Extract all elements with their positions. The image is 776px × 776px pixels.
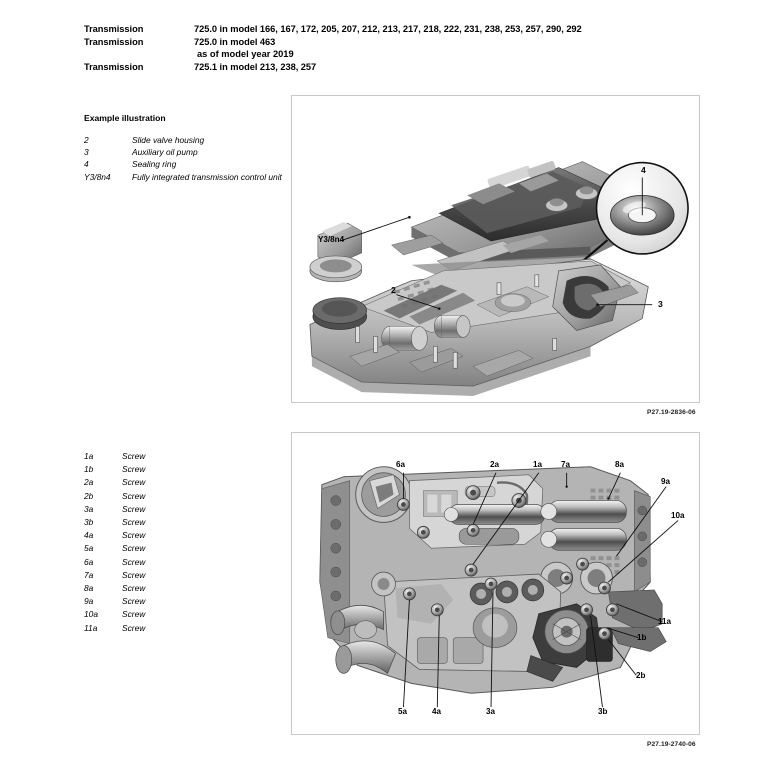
callout-screw-6a: 6a — [396, 460, 406, 469]
callout-y38n4: Y3/8n4 — [318, 235, 345, 244]
header-value: 725.0 in model 463 — [194, 36, 276, 47]
legend-item-desc: Screw — [122, 569, 146, 580]
legend-item-key: 10a — [84, 609, 98, 620]
legend-item-desc: Screw — [122, 490, 146, 501]
header-row: Transmission 725.0 in model 463 — [84, 36, 704, 49]
legend-item-key: 2 — [84, 135, 89, 145]
legend-item-key: 3a — [84, 503, 94, 514]
legend-item-key: 11a — [84, 622, 98, 633]
legend-item-desc: Screw — [122, 556, 146, 567]
callout-screw-2a: 2a — [490, 460, 500, 469]
header-label: Transmission — [84, 24, 144, 34]
legend-item-desc: Screw — [122, 543, 146, 554]
legend-item-desc: Fully integrated transmission control un… — [132, 171, 282, 182]
legend-item-desc: Screw — [122, 517, 146, 528]
callout-screw-5a: 5a — [398, 707, 408, 716]
legend-item: 3b Screw — [84, 516, 264, 529]
callout-auxiliary-oil-pump-3: 3 — [658, 299, 663, 309]
callout-screw-1a: 1a — [533, 460, 543, 469]
legend-item-desc: Sealing ring — [132, 159, 177, 170]
legend-item-key: 4 — [84, 159, 89, 170]
figure-1-artwork — [309, 161, 689, 397]
legend-item-key: 6a — [84, 556, 94, 567]
callout-screw-11a: 11a — [658, 617, 672, 626]
header-value: 725.0 in model 166, 167, 172, 205, 207, … — [194, 24, 582, 34]
figure-valve-body-overview: Y3/8n4 4 2 3 — [291, 95, 700, 403]
legend-item-key: 1a — [84, 451, 94, 461]
legend-item-key: 1b — [84, 464, 94, 475]
figure-valve-body-screw-locations: 6a 2a 1a 7a 8a 9a 10a 11a 1b 2b 5a 4a 3a… — [291, 432, 700, 735]
legend-item-key: 2b — [84, 490, 94, 501]
legend-item-desc: Auxiliary oil pump — [132, 147, 198, 158]
figure-1-caption: P27.19-2836-06 — [647, 409, 696, 416]
legend-item-key: 8a — [84, 583, 94, 594]
legend-item: 5a Screw — [84, 542, 264, 555]
header-row: Transmission 725.0 in model 166, 167, 17… — [84, 23, 704, 36]
legend-item-desc: Screw — [122, 451, 146, 461]
legend-item-desc: Screw — [122, 530, 146, 541]
legend-item: 2b Screw — [84, 490, 264, 503]
legend-item-desc: Screw — [122, 464, 146, 475]
header-label: Transmission — [84, 62, 144, 73]
figure-2-caption: P27.19-2740-06 — [647, 741, 696, 748]
legend-item: 8a Screw — [84, 582, 264, 595]
legend-item: 4a Screw — [84, 529, 264, 542]
legend-item-desc: Screw — [122, 477, 146, 488]
callout-screw-8a: 8a — [615, 460, 625, 469]
legend-screw-list: 1a Screw 1b Screw 2a Screw 2b Screw 3a S… — [84, 450, 264, 635]
transmission-header: Transmission 725.0 in model 166, 167, 17… — [84, 23, 704, 74]
legend-item: 10a Screw — [84, 608, 264, 621]
legend-item: 6a Screw — [84, 556, 264, 569]
callout-screw-1b: 1b — [637, 633, 647, 642]
legend-item: 3a Screw — [84, 503, 264, 516]
header-sub-note: as of model year 2019 — [197, 49, 294, 60]
legend-item-key: 3b — [84, 517, 94, 528]
legend-item-key: 4a — [84, 530, 94, 541]
legend-item-key: 7a — [84, 569, 94, 580]
callout-screw-2b: 2b — [636, 671, 646, 680]
header-value: 725.1 in model 213, 238, 257 — [194, 62, 317, 73]
legend-item-key: 3 — [84, 147, 89, 158]
legend-item: 11a Screw — [84, 622, 264, 635]
legend-item-desc: Screw — [122, 583, 146, 594]
legend-item-key: 5a — [84, 543, 94, 554]
legend-item-key: 9a — [84, 596, 94, 607]
legend-item: 4 Sealing ring — [84, 158, 284, 170]
legend-item: 1b Screw — [84, 463, 264, 476]
legend-item-desc: Slide valve housing — [132, 135, 205, 145]
callout-screw-3a: 3a — [486, 707, 496, 716]
header-row: Transmission 725.1 in model 213, 238, 25… — [84, 61, 704, 74]
legend-item-key: 2a — [84, 477, 94, 488]
legend-example-illustration: Example illustration 2 Slide valve housi… — [84, 113, 284, 183]
callout-slide-valve-housing-2: 2 — [391, 285, 396, 295]
callout-screw-3b: 3b — [598, 707, 608, 716]
legend-item: 7a Screw — [84, 569, 264, 582]
legend-item-desc: Screw — [122, 596, 146, 607]
legend-item: 9a Screw — [84, 595, 264, 608]
legend-item-desc: Screw — [122, 609, 146, 620]
legend-item: 3 Auxiliary oil pump — [84, 146, 284, 158]
legend-item: Y3/8n4 Fully integrated transmission con… — [84, 171, 284, 183]
figure-2-artwork — [319, 466, 679, 708]
callout-screw-4a: 4a — [432, 707, 442, 716]
legend-title: Example illustration — [84, 113, 166, 123]
legend-item: 2 Slide valve housing — [84, 134, 284, 146]
callout-sealing-ring-4: 4 — [641, 165, 646, 175]
legend-item-desc: Screw — [122, 622, 146, 633]
legend-item: 1a Screw — [84, 450, 264, 463]
callout-screw-9a: 9a — [661, 477, 671, 486]
legend-item: 2a Screw — [84, 476, 264, 489]
header-label: Transmission — [84, 36, 144, 47]
legend-item-desc: Screw — [122, 503, 146, 514]
legend-item-key: Y3/8n4 — [84, 171, 111, 182]
callout-screw-7a: 7a — [561, 460, 571, 469]
callout-screw-10a: 10a — [671, 511, 685, 520]
